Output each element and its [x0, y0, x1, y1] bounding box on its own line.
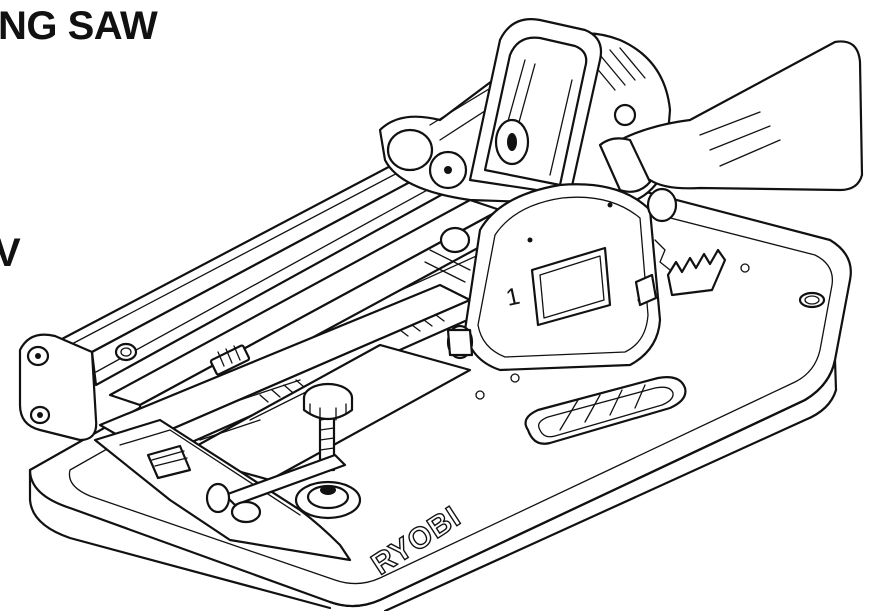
- saw-head: 1: [378, 18, 864, 372]
- carry-handle-slot: [524, 376, 687, 445]
- page-title: NG SAW: [0, 4, 158, 48]
- hold-down-clamp: [205, 382, 362, 524]
- guard-decal: 1: [504, 283, 523, 312]
- cropped-heading-fragment: V: [0, 231, 21, 275]
- mounting-hole: [798, 291, 826, 309]
